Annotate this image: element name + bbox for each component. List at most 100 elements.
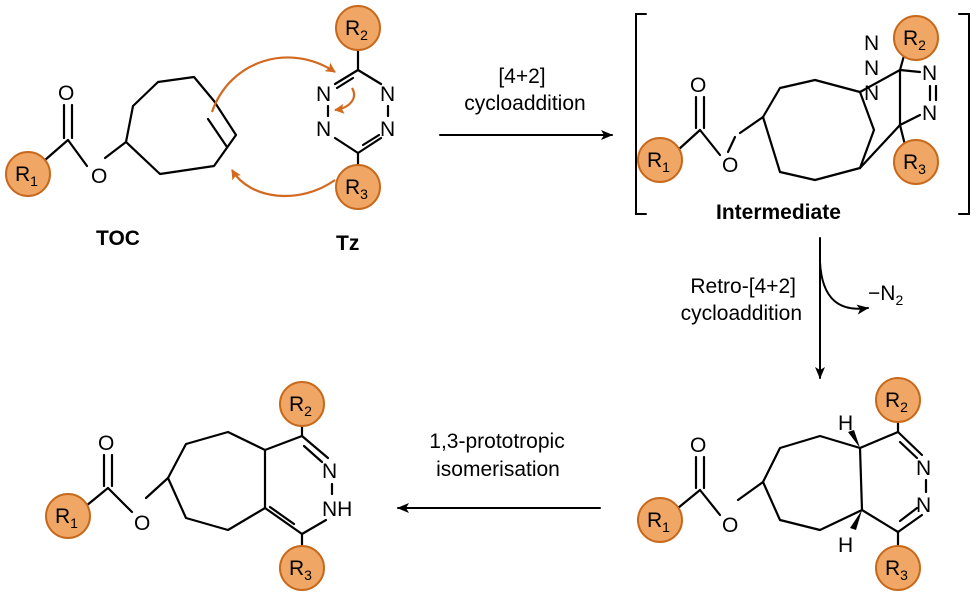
toc-label: TOC: [96, 227, 140, 250]
step1-label-line1: [4+2]: [498, 65, 545, 88]
dhp-o-c-bond: [698, 488, 722, 517]
n2-byproduct: −N2: [868, 282, 903, 308]
toc-r1-bond: [43, 138, 70, 162]
prod-nh: NH: [322, 498, 352, 521]
dhp-ester-oxygen: O: [722, 514, 738, 537]
int-r2-label: R2: [903, 27, 926, 53]
dhp-py-2: [896, 430, 924, 457]
dhp-r1-ball: [637, 497, 683, 543]
prod-py-4: [263, 506, 304, 536]
tz-n-3: N: [380, 118, 395, 141]
step3-label-line1: 1,3-prototropic: [429, 430, 564, 453]
arrow-tz-to-alkene: [231, 169, 336, 198]
int-cage-5: [898, 113, 922, 127]
dhp-py-4: [860, 508, 900, 534]
int-r3-label: R3: [903, 151, 926, 177]
tz-n-1: N: [380, 83, 395, 106]
toc-carbonyl-oxygen: O: [58, 82, 74, 105]
int-n-4: N: [922, 62, 937, 85]
step-2: Retro-[4+2] cycloaddition −N2: [681, 237, 903, 379]
int-r2-ball: [893, 15, 939, 61]
step-1: [4+2] cycloaddition: [439, 65, 613, 140]
arrow-alkene-to-tz: [210, 56, 336, 113]
prod-r1-ball: [45, 493, 91, 539]
dhp-r1-label: R1: [647, 509, 670, 535]
n2-loss-arrow: [819, 261, 869, 315]
tz-r2-ball: [335, 5, 381, 51]
int-r1-label: R1: [647, 149, 670, 175]
dihydropyridazine-molecule: O O R1 N N H H R2 R3: [637, 377, 931, 591]
int-r1-ball: [637, 137, 683, 183]
prod-n-1: N: [322, 460, 337, 483]
dhp-py-2b: [898, 440, 919, 460]
prod-py-2: [300, 434, 330, 460]
dhp-r1-bond: [676, 488, 702, 510]
toc-r1-ball: [5, 151, 51, 197]
tz-r3-ball: [335, 164, 381, 210]
dhp-r3-ball: [875, 545, 921, 591]
int-n-5: N: [922, 102, 937, 125]
toc-o-c-bond: [66, 138, 89, 168]
intermediate-molecule: O O R1 N N N N N R2 R3 Intermediate: [635, 13, 970, 224]
dhp-py-3: [896, 513, 924, 534]
dhp-r2-ball: [875, 377, 921, 423]
prod-ester-oxygen: O: [134, 512, 150, 535]
tz-c-n-bond-1: [356, 68, 383, 86]
dhp-wedge-h-bottom: [850, 510, 862, 530]
prod-ring: [166, 430, 267, 532]
dhp-n-1: N: [916, 457, 931, 480]
int-r1-bond: [676, 128, 702, 152]
int-n-2: N: [864, 57, 879, 80]
dhp-ring: [761, 434, 864, 532]
int-n-1: N: [864, 32, 879, 55]
prod-r2-ball: [279, 381, 325, 427]
electron-arrows: [210, 56, 356, 198]
dhp-py-3b: [898, 506, 919, 523]
int-r3-bond: [898, 123, 907, 147]
prod-py-3: [300, 518, 328, 536]
intermediate-label: Intermediate: [716, 201, 841, 224]
toc-ester-bond: [103, 140, 128, 160]
prod-r1-label: R1: [55, 505, 78, 531]
int-cage-4: [898, 68, 922, 74]
int-cage-2: [858, 123, 902, 170]
tz-c-n-bond-4: [333, 136, 360, 155]
toc-molecule: O O R1 TOC: [5, 75, 238, 250]
product-molecule: O O R1 N NH R2 R3: [45, 381, 352, 591]
dhp-carbonyl-oxygen: O: [690, 434, 706, 457]
prod-r2-label: R2: [289, 393, 312, 419]
prod-r1-bond: [84, 486, 110, 508]
int-o-link: [726, 135, 737, 154]
tz-r3-label: R3: [345, 176, 368, 202]
int-ester-oxygen: O: [722, 154, 738, 177]
step2-label-line1: Retro-[4+2]: [690, 275, 796, 298]
int-n-3: N: [864, 82, 879, 105]
toc-ester-oxygen: O: [91, 165, 107, 188]
dhp-n-2: N: [916, 494, 931, 517]
dhp-ester-bond: [736, 480, 765, 502]
dhp-r2-label: R2: [885, 389, 908, 415]
bracket-left: [635, 13, 647, 215]
toc-r1-label: R1: [15, 163, 38, 189]
arrow-inner-tz: [334, 87, 356, 114]
prod-r3-ball: [279, 545, 325, 591]
tz-c-n-bond-2: [333, 68, 360, 86]
dhp-py-1: [858, 430, 900, 450]
prod-r3-label: R3: [289, 557, 312, 583]
tz-c-n-bond-3: [356, 136, 383, 155]
step1-label-line2: cycloaddition: [464, 92, 585, 115]
int-o-c-bond: [698, 128, 722, 157]
tz-double-2: [361, 133, 381, 147]
prod-ester-bond: [144, 476, 170, 500]
int-carbonyl-oxygen: O: [690, 74, 706, 97]
toc-ring: [124, 75, 238, 176]
dhp-h-top: H: [838, 412, 853, 435]
prod-o-c-bond: [106, 486, 134, 514]
step3-label-line2: isomerisation: [436, 458, 560, 481]
tz-label: Tz: [336, 232, 359, 255]
int-cage-1: [858, 68, 902, 94]
toc-alkene-inner-bond: [206, 117, 229, 149]
tz-double-1: [335, 76, 355, 90]
